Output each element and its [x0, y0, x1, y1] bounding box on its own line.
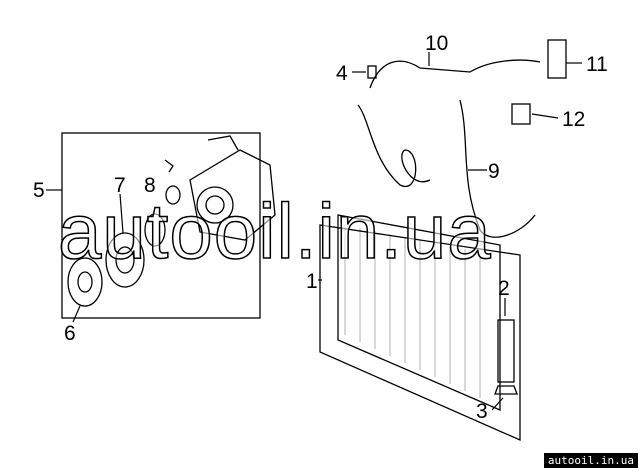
- receiver-drier: [497, 319, 515, 383]
- watermark-badge: autooil.in.ua: [543, 453, 638, 468]
- callout-10: 10: [425, 32, 448, 55]
- callout-1: 1: [306, 270, 318, 293]
- callout-4: 4: [336, 62, 348, 85]
- callout-9: 9: [488, 160, 500, 183]
- compressor: [189, 135, 276, 241]
- watermark: autooil.in.ua: [58, 187, 492, 275]
- callout-3: 3: [476, 400, 488, 423]
- pressure-switch: [547, 39, 567, 79]
- leader-lines: [46, 52, 582, 411]
- compressor-group-box: [61, 132, 261, 319]
- discharge-hose: [459, 99, 536, 238]
- callout-8: 8: [144, 174, 156, 197]
- callout-12: 12: [562, 108, 585, 131]
- bracket: [511, 103, 531, 125]
- callout-11: 11: [586, 53, 608, 76]
- callout-6: 6: [64, 322, 76, 345]
- hose-loop: [357, 104, 431, 188]
- callout-5: 5: [33, 179, 45, 202]
- suction-hose: [369, 59, 541, 89]
- condenser: [319, 214, 521, 441]
- drier-cap: [494, 385, 518, 395]
- callout-2: 2: [498, 277, 510, 300]
- valve-cap: [367, 65, 377, 79]
- callout-7: 7: [114, 174, 126, 197]
- clutch-pulley: [67, 159, 181, 307]
